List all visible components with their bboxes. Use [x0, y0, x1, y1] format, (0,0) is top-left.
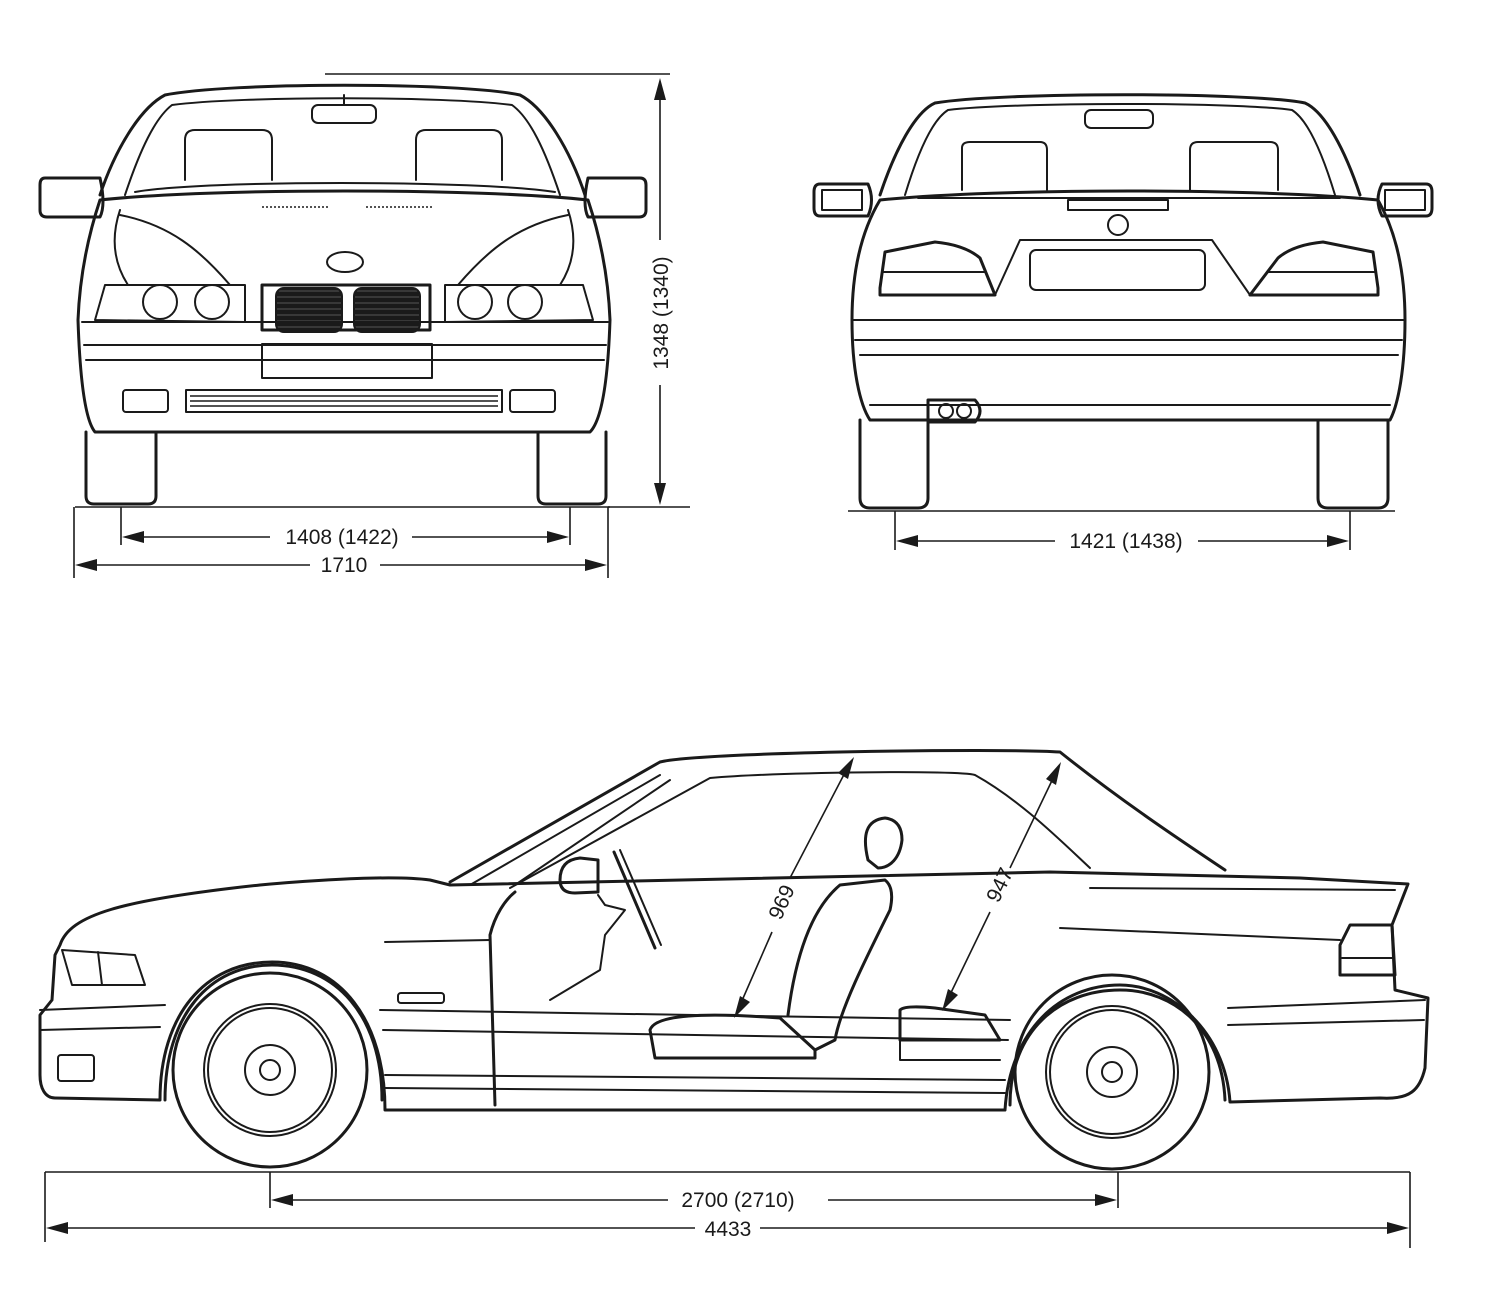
- mirror-right: [583, 176, 648, 219]
- rear-wheel: [1013, 973, 1211, 1171]
- dim-wheelbase: 2700 (2710): [681, 1189, 794, 1212]
- front-license-plate: [261, 343, 433, 379]
- kidney-grille-left: [275, 287, 343, 333]
- front-wheel: [171, 971, 369, 1169]
- dim-overall-height: 1348 (1340): [650, 256, 673, 369]
- driver-seat-cushion: [648, 1013, 817, 1060]
- front-roofline: [98, 83, 587, 197]
- side-window: [509, 771, 1091, 889]
- fog-light-right: [509, 389, 556, 413]
- steering-wheel: [612, 850, 657, 950]
- dimension-lines: [44, 73, 1411, 1248]
- front-seat-right: [415, 129, 503, 181]
- rear-view-mirror: [311, 104, 377, 124]
- side-view: [38, 748, 1430, 1171]
- dim-rear-headroom: 947: [982, 864, 1018, 906]
- rear-roofline: [878, 93, 1362, 197]
- front-body-outline: [76, 189, 612, 434]
- rear-seat: [898, 1005, 1002, 1042]
- front-seat-left: [184, 129, 273, 181]
- side-taillight: [1338, 923, 1397, 977]
- side-body-outline: [38, 870, 1430, 1112]
- dim-front-headroom: 969: [764, 882, 799, 923]
- driver-headrest: [863, 816, 904, 870]
- mirror-left: [38, 176, 105, 219]
- front-tire-left: [84, 430, 158, 506]
- side-marker: [397, 992, 445, 1004]
- side-headlight: [61, 949, 146, 986]
- front-tire-right: [536, 430, 608, 506]
- front-windshield: [124, 97, 561, 196]
- rear-tire-right: [1316, 418, 1390, 510]
- dim-front-track: 1408 (1422): [285, 526, 398, 549]
- rear-tire-left: [858, 418, 930, 510]
- rear-mirror-left: [812, 182, 873, 218]
- exhaust-tips: [926, 398, 982, 424]
- soft-top: [448, 748, 1227, 884]
- lower-air-intake: [185, 389, 503, 413]
- rear-license-plate: [1029, 249, 1206, 291]
- rear-window: [904, 103, 1336, 196]
- rear-view: [812, 93, 1434, 510]
- dim-overall-length: 4433: [705, 1218, 752, 1241]
- kidney-grille-right: [353, 287, 421, 333]
- open-door-edge: [488, 890, 517, 1107]
- rear-mirror-right: [1376, 182, 1434, 218]
- driver-seat-back: [786, 878, 894, 1052]
- front-view: [38, 83, 648, 506]
- taillight-left: [878, 240, 997, 297]
- dim-rear-track: 1421 (1438): [1069, 530, 1182, 553]
- trunk-badge: [1107, 214, 1129, 236]
- taillight-right: [1248, 240, 1380, 297]
- side-mirror: [558, 856, 600, 895]
- dim-overall-width: 1710: [321, 554, 368, 577]
- roundel-badge: [326, 251, 364, 273]
- fog-light-left: [122, 389, 169, 413]
